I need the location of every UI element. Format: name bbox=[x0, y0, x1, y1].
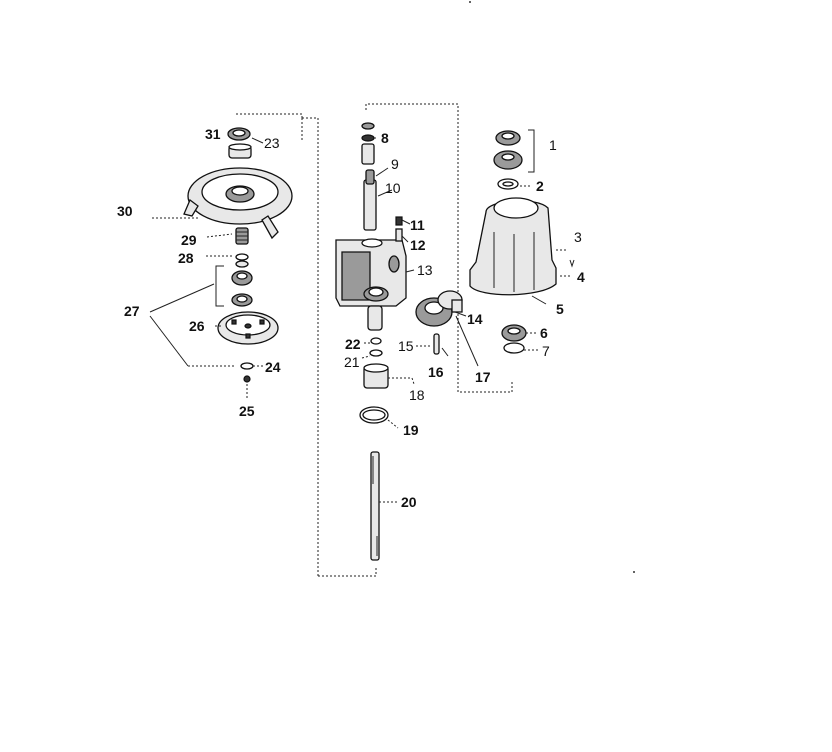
part-26-clutch-disc bbox=[217, 311, 279, 345]
part-22-washer bbox=[370, 337, 382, 345]
part-14-cam bbox=[437, 290, 463, 313]
label-30: 30 bbox=[117, 203, 133, 219]
callout-labels: 31 23 30 29 28 27 26 24 25 8 9 10 11 12 … bbox=[117, 126, 585, 510]
label-21: 21 bbox=[344, 354, 360, 370]
part-11-pin bbox=[395, 216, 403, 226]
part-2-washer bbox=[497, 178, 519, 190]
label-22: 22 bbox=[345, 336, 361, 352]
label-2: 2 bbox=[536, 178, 544, 194]
part-29-spring bbox=[235, 227, 249, 245]
label-12: 12 bbox=[410, 237, 426, 253]
part-5-housing bbox=[469, 197, 557, 296]
part-27-bearings bbox=[231, 270, 253, 307]
part-20-shaft bbox=[370, 451, 380, 561]
label-27: 27 bbox=[124, 303, 140, 319]
part-18-sleeve bbox=[363, 363, 389, 389]
label-31: 31 bbox=[205, 126, 221, 142]
label-29: 29 bbox=[181, 232, 197, 248]
group-box-center bbox=[302, 103, 513, 577]
part-1-bearing bbox=[493, 130, 523, 170]
label-14: 14 bbox=[467, 311, 483, 327]
label-1: 1 bbox=[549, 137, 557, 153]
label-24: 24 bbox=[265, 359, 281, 375]
label-15: 15 bbox=[398, 338, 414, 354]
label-5: 5 bbox=[556, 301, 564, 317]
label-6: 6 bbox=[540, 325, 548, 341]
label-10: 10 bbox=[385, 180, 401, 196]
part-12-pin bbox=[395, 228, 403, 242]
label-17: 17 bbox=[475, 369, 491, 385]
part-21-washer bbox=[369, 349, 383, 357]
part-6-nut bbox=[501, 324, 527, 342]
gear-housing bbox=[335, 238, 407, 331]
label-8: 8 bbox=[381, 130, 389, 146]
label-18: 18 bbox=[409, 387, 425, 403]
part-31-seal bbox=[227, 127, 251, 141]
label-28: 28 bbox=[178, 250, 194, 266]
label-20: 20 bbox=[401, 494, 417, 510]
label-13: 13 bbox=[417, 262, 433, 278]
part-24-washer bbox=[240, 362, 254, 370]
label-11: 11 bbox=[410, 217, 425, 233]
group-box-left bbox=[236, 113, 303, 140]
label-26: 26 bbox=[189, 318, 205, 334]
part-4-screw bbox=[569, 259, 575, 268]
part-7-washer bbox=[503, 342, 525, 354]
part-25-nut bbox=[243, 375, 251, 383]
label-7: 7 bbox=[542, 343, 550, 359]
label-23: 23 bbox=[264, 135, 280, 151]
label-25: 25 bbox=[239, 403, 255, 419]
label-19: 19 bbox=[403, 422, 419, 438]
part-28-washer bbox=[235, 253, 249, 268]
part-19-ring bbox=[359, 406, 389, 424]
label-9: 9 bbox=[391, 156, 399, 172]
part-9-shaft bbox=[361, 143, 377, 231]
part-30-cover bbox=[183, 167, 293, 240]
label-16: 16 bbox=[428, 364, 444, 380]
label-3: 3 bbox=[574, 229, 582, 245]
part-23-bushing bbox=[228, 143, 252, 159]
part-16-clip bbox=[441, 347, 449, 357]
part-8-washers bbox=[361, 122, 375, 142]
part-15-pin bbox=[433, 333, 440, 355]
label-4: 4 bbox=[577, 269, 585, 285]
